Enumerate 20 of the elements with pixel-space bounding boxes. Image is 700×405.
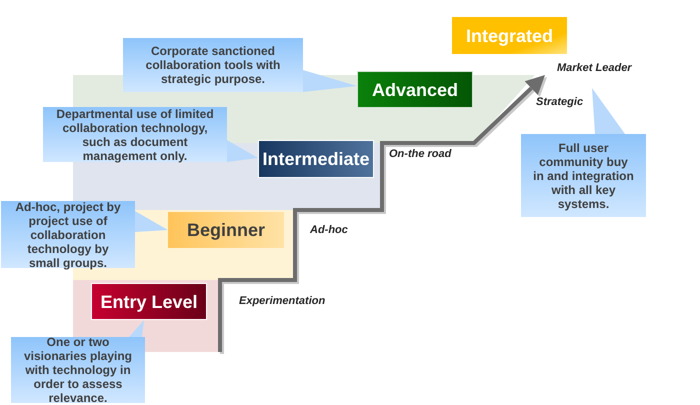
level-box: Advanced — [357, 71, 473, 108]
callout-pointer — [227, 140, 258, 162]
level-box: Entry Level — [91, 283, 207, 320]
step-label: Market Leader — [557, 62, 632, 75]
step-label: Experimentation — [239, 295, 326, 308]
step-label: Strategic — [536, 96, 584, 109]
callout: Corporate sanctioned collaboration tools with strategic purpose. — [123, 38, 303, 92]
callout: Departmental use of limited collaboration technology, such as document management only. — [43, 107, 227, 162]
callout-pointer — [129, 320, 144, 337]
level-box: Beginner — [168, 212, 284, 248]
callout: One or two visionaries playing with technology in order to assess relevance. — [11, 337, 145, 403]
callout-pointer — [303, 70, 357, 92]
step-label: Ad-hoc — [310, 224, 348, 237]
level-box: Integrated — [452, 17, 567, 54]
callout-pointer — [592, 88, 625, 134]
step-label: On-the road — [389, 148, 452, 161]
callout: Full user community buy in and integration with all key systems. — [521, 134, 646, 217]
callout: Ad-hoc, project by project use of collaboration technology by small groups. — [1, 201, 135, 268]
callout-pointer — [135, 211, 168, 232]
level-box: Intermediate — [258, 140, 374, 178]
